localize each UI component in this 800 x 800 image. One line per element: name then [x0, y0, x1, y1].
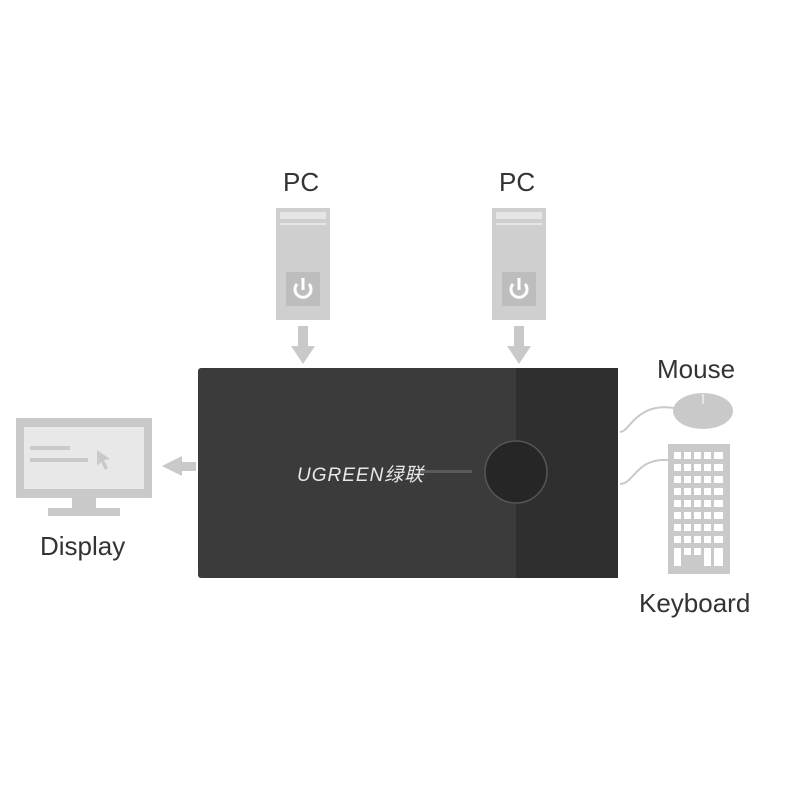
keyboard-label: Keyboard	[639, 588, 751, 618]
pc-left-label: PC	[283, 167, 320, 197]
arrow-down-right-icon	[507, 326, 531, 364]
pc-tower-right-icon	[492, 208, 546, 320]
switch-brand-logo: UGREEN绿联	[297, 460, 424, 487]
arrow-down-left-icon	[291, 326, 315, 364]
mouse-label: Mouse	[657, 354, 736, 384]
arrow-left-icon	[162, 456, 196, 476]
display-label: Display	[40, 531, 126, 561]
kvm-switch	[198, 368, 618, 578]
keyboard-icon	[668, 444, 730, 574]
mouse-cable	[619, 406, 675, 433]
pc-tower-left-icon	[276, 208, 330, 320]
mouse-icon	[673, 393, 733, 429]
monitor-icon	[16, 418, 152, 516]
pc-right-label: PC	[499, 167, 536, 197]
brand-name-cn: 绿联	[384, 465, 425, 486]
keyboard-cable	[619, 458, 669, 485]
brand-name: UGREEN	[297, 465, 385, 486]
